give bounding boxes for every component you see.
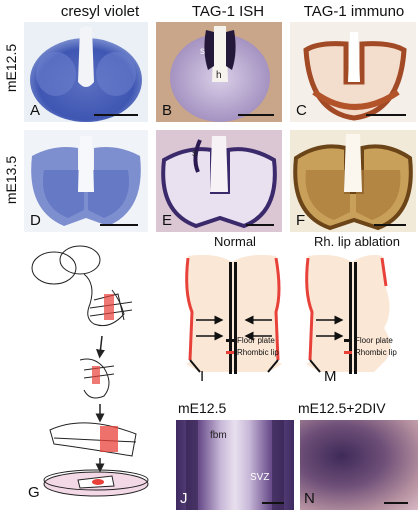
panel-i-drawing bbox=[185, 254, 282, 374]
column-header-cresyl: cresyl violet bbox=[60, 3, 140, 20]
column-header-tag1-immuno: TAG-1 immuno bbox=[303, 3, 405, 20]
panel-j-texture bbox=[186, 420, 284, 510]
legend-ablation: Floor plate Rhombic lip bbox=[344, 336, 420, 357]
scale-bar-d bbox=[100, 224, 138, 226]
row-label-e13: mE13.5 bbox=[3, 155, 19, 205]
panel-letter-n: N bbox=[304, 490, 315, 507]
panel-m-ablation-diagram bbox=[302, 252, 420, 390]
panel-letter-e: E bbox=[162, 212, 173, 229]
diagram-title-ablation: Rh. lip ablation bbox=[314, 234, 400, 249]
panel-letter-b: B bbox=[162, 102, 173, 119]
scale-bar-j bbox=[262, 502, 284, 504]
panel-letter-i: I bbox=[200, 368, 205, 385]
panel-f-image bbox=[293, 134, 413, 231]
panel-i-normal-diagram bbox=[176, 252, 294, 390]
panel-e-image bbox=[161, 136, 277, 229]
legend-swatch-rhombic-2 bbox=[344, 351, 352, 354]
scale-bar-c bbox=[366, 114, 406, 116]
panel-letter-a: A bbox=[30, 102, 41, 119]
scale-bar-a bbox=[94, 114, 138, 116]
panel-letter-c: C bbox=[296, 102, 307, 119]
panel-f-immuno-e13: F bbox=[290, 130, 416, 232]
inset-label-svz: SVZ bbox=[250, 472, 270, 483]
panel-n-explant: N bbox=[300, 420, 418, 510]
panel-a-cresyl-e12: A bbox=[24, 22, 148, 122]
panel-c-immuno-e12: C bbox=[290, 22, 416, 122]
panel-c-image bbox=[303, 32, 407, 121]
legend-normal: Floor plate Rhombic lip bbox=[226, 336, 316, 357]
panel-letter-j: J bbox=[180, 490, 188, 507]
panel-j-title: mE12.5 bbox=[178, 400, 227, 416]
panel-b-image bbox=[170, 26, 270, 122]
legend-swatch-floor-2 bbox=[344, 339, 352, 342]
panel-d-cresyl-e13: D bbox=[24, 130, 148, 232]
panel-letter-d: D bbox=[30, 212, 41, 229]
panel-letter-m: M bbox=[324, 368, 337, 385]
panel-n-title: mE12.5+2DIV bbox=[298, 400, 386, 416]
legend-rhombic-label: Rhombic lip bbox=[237, 348, 279, 357]
panel-b-ish-e12: s h B bbox=[156, 22, 282, 122]
legend-swatch-floor bbox=[226, 339, 234, 342]
panel-g-drawing bbox=[31, 245, 149, 497]
panel-m-drawing bbox=[305, 254, 391, 374]
panel-j-flatmount: fbm SVZ J bbox=[176, 420, 294, 510]
diagram-title-normal: Normal bbox=[214, 234, 256, 249]
panel-letter-f: F bbox=[296, 212, 306, 229]
panel-d-image bbox=[31, 136, 141, 226]
scale-bar-f bbox=[374, 224, 406, 226]
inset-label-s-b: s bbox=[200, 46, 205, 57]
scale-bar-n bbox=[384, 502, 408, 504]
scale-bar-b bbox=[238, 114, 274, 116]
panel-a-image bbox=[30, 26, 142, 122]
column-header-tag1-ish: TAG-1 ISH bbox=[191, 3, 265, 20]
legend-floor-label: Floor plate bbox=[237, 336, 275, 345]
legend-rhombic-label-2: Rhombic lip bbox=[355, 348, 397, 357]
panel-g-procedure: G bbox=[24, 244, 160, 508]
inset-label-fbm: fbm bbox=[210, 430, 227, 441]
inset-label-h-b: h bbox=[216, 70, 222, 81]
inset-label-s-e: s bbox=[192, 148, 197, 159]
scale-bar-e bbox=[246, 224, 274, 226]
legend-swatch-rhombic bbox=[226, 351, 234, 354]
legend-floor-label-2: Floor plate bbox=[355, 336, 393, 345]
panel-e-ish-e13: s E bbox=[156, 130, 282, 232]
row-label-e12: mE12.5 bbox=[3, 43, 19, 93]
panel-letter-g: G bbox=[28, 484, 40, 501]
